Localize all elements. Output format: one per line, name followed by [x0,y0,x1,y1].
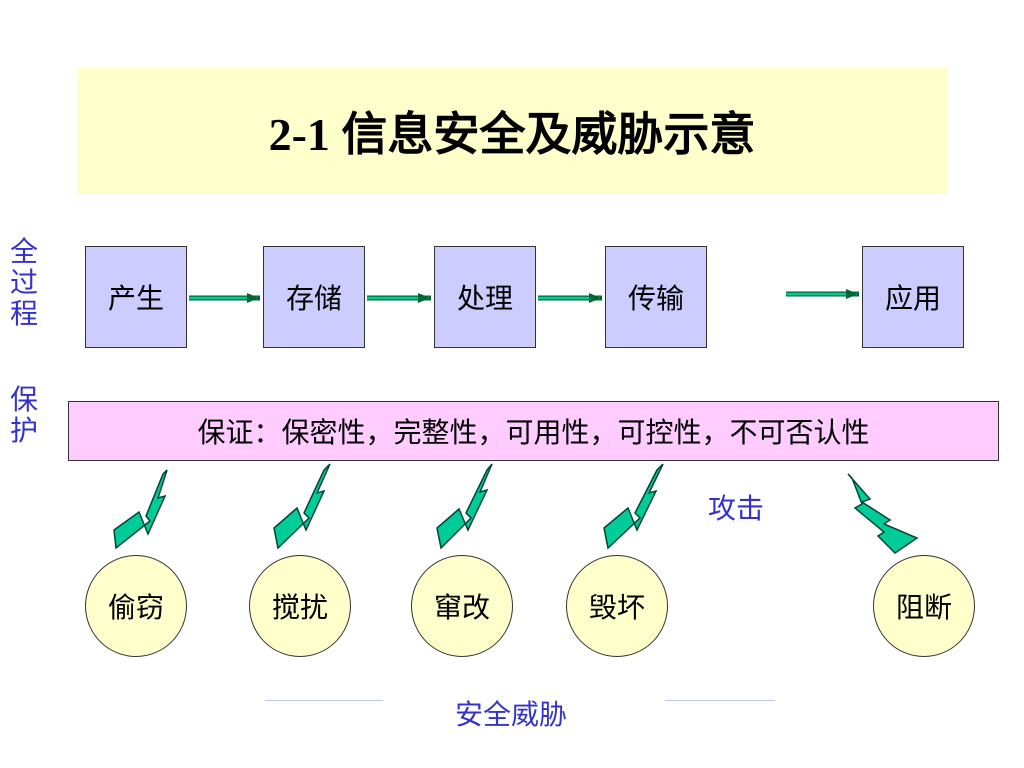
threat-interrupt: 阻断 [873,555,975,657]
side-label-whole-process: 全过程 [9,235,38,330]
stage-apply: 应用 [862,246,964,348]
lightning-bolt-icon [273,463,331,550]
stage-process: 处理 [434,246,536,348]
stage-store: 存储 [263,246,365,348]
footer-divider-left [265,700,383,701]
side-label-protection: 保护 [9,383,38,447]
lightning-bolt-icon [113,469,168,550]
security-guarantee-box: 保证：保密性，完整性，可用性，可控性，不可否认性 [68,401,999,461]
lightning-bolt-icon [603,463,664,550]
stage-transmit: 传输 [605,246,707,348]
attack-label: 攻击 [708,492,765,525]
threat-disturb: 搅扰 [249,555,351,657]
threat-theft: 偷窃 [85,555,187,657]
lightning-bolt-icon [436,463,493,550]
footer-label: 安全威胁 [455,698,568,731]
page-title: 2-1 信息安全及威胁示意 [268,109,756,160]
stage-generate: 产生 [85,246,187,348]
lightning-bolt-icon [847,473,919,554]
footer-divider-right [665,700,775,701]
threat-tamper: 窜改 [411,555,513,657]
title-banner: 2-1 信息安全及威胁示意 [77,68,947,194]
threat-destroy: 毁坏 [566,555,668,657]
